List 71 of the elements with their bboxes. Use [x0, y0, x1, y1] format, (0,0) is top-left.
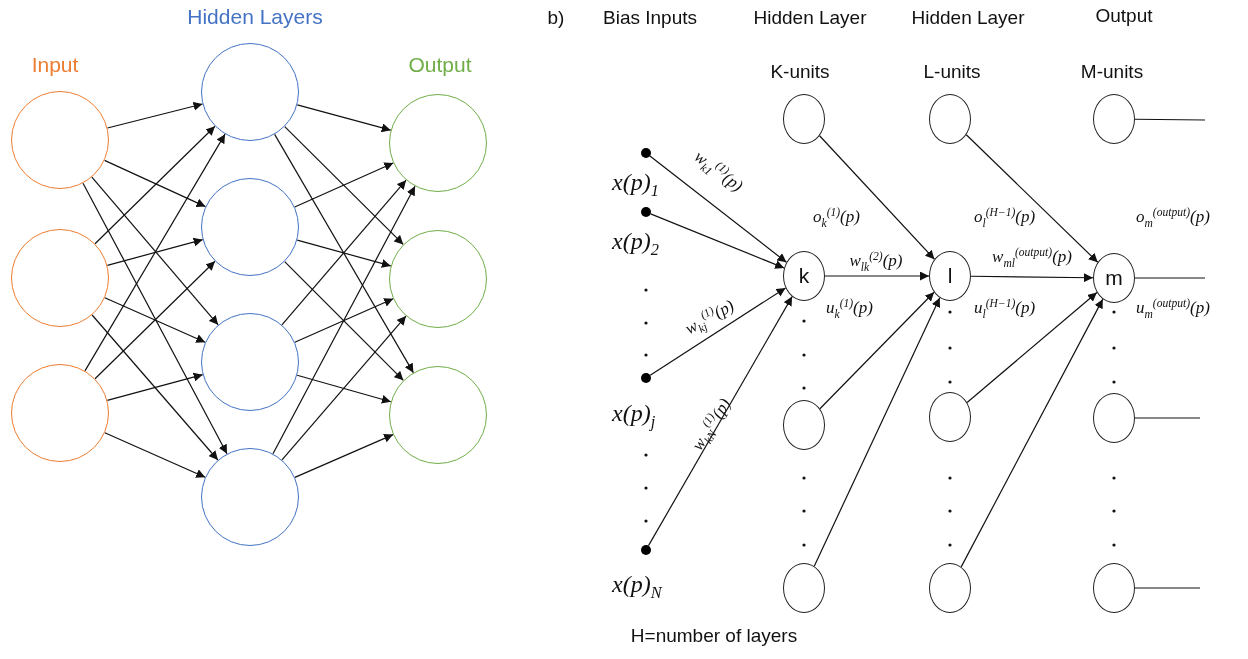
- arrow: [284, 261, 404, 381]
- arrow: [94, 125, 216, 245]
- edge-label: w$_{lk}$$^{(2)}$(p): [849, 250, 903, 274]
- note-text: H=number of layers: [630, 625, 798, 647]
- input-variable: x(p)$_{1}$: [612, 170, 659, 200]
- layer-heading: Input: [31, 53, 79, 77]
- layer-heading: Hidden Layer: [753, 7, 867, 29]
- arrow: [819, 135, 935, 260]
- layer-heading: L-units: [923, 61, 981, 83]
- arrow: [650, 213, 785, 269]
- arrow: [82, 182, 228, 455]
- arrow: [281, 315, 407, 461]
- math-label: u$_{l}$$^{(H−1)}$(p): [974, 297, 1036, 321]
- arrow: [106, 372, 204, 401]
- layer-heading: Hidden Layers: [187, 5, 323, 29]
- panel-letter: b): [547, 7, 565, 29]
- connector-line: [1134, 417, 1201, 419]
- layer-heading: Hidden Layer: [911, 7, 1025, 29]
- arrow: [824, 271, 930, 281]
- arrow: [970, 273, 1094, 283]
- layer-heading: Output: [1095, 5, 1153, 27]
- arrow: [281, 179, 407, 326]
- connector-line: [1134, 118, 1206, 121]
- math-label: o$_{l}$$^{(H−1)}$(p): [974, 206, 1036, 230]
- arrow: [296, 374, 392, 404]
- arrow: [294, 298, 394, 343]
- layer-heading: Bias Inputs: [603, 7, 697, 29]
- arrow: [960, 298, 1104, 568]
- unit-letter: k: [798, 264, 810, 288]
- arrow: [294, 434, 394, 478]
- arrow: [813, 297, 941, 567]
- layer-heading: Output: [408, 53, 472, 77]
- connector-line: [1134, 277, 1206, 279]
- input-variable: x(p)$_{j}$: [612, 401, 656, 431]
- arrow: [296, 239, 392, 268]
- arrow: [106, 237, 204, 266]
- arrow: [91, 314, 219, 461]
- arrow: [274, 133, 414, 374]
- input-dot: [641, 373, 651, 383]
- math-label: u$_{k}$$^{(1)}$(p): [826, 297, 873, 321]
- math-label: o$_{k}$$^{(1)}$(p): [813, 206, 860, 230]
- arrow: [965, 134, 1099, 263]
- arrow: [272, 185, 416, 455]
- unit-letter: m: [1105, 266, 1123, 290]
- math-label: u$_{m}$$^{(output)}$(p): [1136, 297, 1210, 321]
- arrow: [103, 159, 207, 208]
- arrow: [647, 296, 793, 547]
- layer-heading: M-units: [1080, 61, 1144, 83]
- arrow: [966, 291, 1098, 404]
- unit-letter: l: [947, 264, 953, 288]
- connector-line: [1134, 587, 1201, 589]
- arrow: [649, 287, 787, 376]
- arrow: [91, 176, 219, 326]
- arrow: [106, 101, 204, 129]
- arrow: [294, 162, 394, 208]
- edge-label: w$_{ml}$$^{(output)}$(p): [992, 246, 1072, 270]
- arrow: [296, 104, 392, 133]
- arrow: [104, 432, 206, 478]
- input-dot: [641, 148, 651, 158]
- arrow: [84, 133, 226, 372]
- input-variable: x(p)$_{N}$: [612, 572, 662, 602]
- input-variable: x(p)$_{2}$: [612, 229, 659, 259]
- arrow: [284, 125, 404, 246]
- input-dot: [641, 207, 651, 217]
- arrow: [94, 260, 216, 380]
- math-label: o$_{m}$$^{(output)}$(p): [1136, 206, 1210, 230]
- arrow: [104, 297, 206, 343]
- layer-heading: K-units: [770, 61, 830, 83]
- arrow: [819, 291, 935, 410]
- arrow: [649, 155, 787, 263]
- input-dot: [641, 545, 651, 555]
